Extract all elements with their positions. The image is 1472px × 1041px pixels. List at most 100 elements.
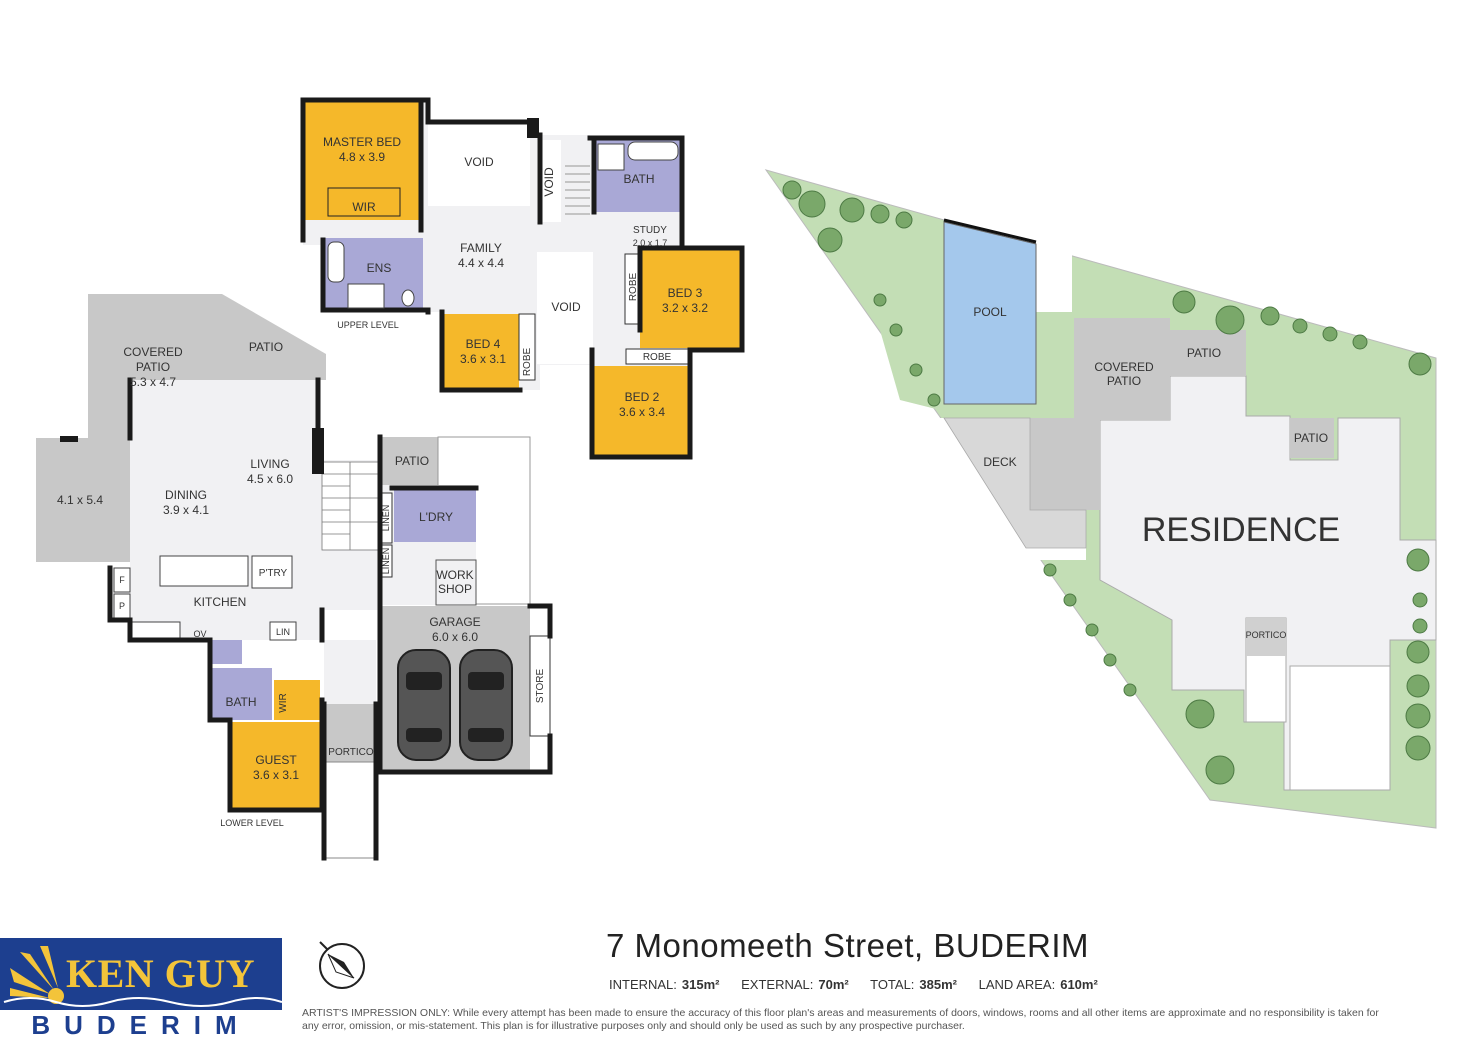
entry-hall [324,640,376,704]
workshop-room [435,559,477,606]
robe-3-label: ROBE [628,273,639,302]
toilet-ens [401,289,415,307]
disclaimer-text: ARTIST'S IMPRESSION ONLY: While every at… [302,1007,1379,1032]
site-driveway [1289,665,1391,791]
patio-2-label: PATIO [395,454,429,468]
linen-2-label: LINEN [381,548,391,575]
pool-surround [1036,244,1072,312]
covered-patio-area [88,294,222,438]
kitchen-bench [131,621,181,641]
total-value: 385m² [919,977,957,992]
oven-label: OV [193,629,206,639]
upper-walls [300,97,745,460]
portico-label: PORTICO [328,747,374,758]
master-bed-dims: 4.8 x 3.9 [339,150,385,164]
site-patio-1 [1170,330,1246,376]
void-3-label: VOID [551,300,581,314]
logo-name: KEN GUY [66,951,256,996]
lower-level-plan: COVERED PATIO 5.3 x 4.7 PATIO 4.1 x 5.4 … [36,294,553,861]
upper-column [527,118,539,138]
site-plan: POOL COVERED PATIO PATIO PATIO DECK RESI… [764,169,1437,829]
lower-column [312,428,324,474]
site-covered-patio-label-2: PATIO [1107,374,1141,388]
wir-upper-room [327,187,401,217]
bed-3-label: BED 3 [668,286,703,300]
floor-plan-drawing: MASTER BED 4.8 x 3.9 WIR VOID VOID VOID … [36,97,1437,861]
logo-bottom-band: BUDERIM [0,1010,282,1041]
site-deck [943,417,1087,549]
bed-2-dims: 3.6 x 3.4 [619,405,665,419]
covered-patio-label-2: PATIO [136,360,170,374]
garage-cars [397,649,513,761]
workshop-label-1: WORK [436,568,473,582]
external-value: 70m² [818,977,849,992]
robe-4-box [518,313,536,381]
ens-label: ENS [367,261,392,275]
entry-steps [325,761,377,859]
site-deck-label: DECK [983,455,1016,469]
wir-upper-label: WIR [352,200,376,214]
guest-label: GUEST [255,753,297,767]
fridge-box [113,567,131,593]
logo-sub: BUDERIM [31,1010,251,1040]
wir-lower-label: WIR [278,693,289,712]
site-portico-label: PORTICO [1246,630,1287,640]
covered-patio-label-1: COVERED [123,345,183,359]
bathtub-upper [627,141,679,161]
pantry-label: P'TRY [259,568,288,579]
dining-label: DINING [165,488,207,502]
internal-label: INTERNAL: [609,977,677,992]
family-label: FAMILY [460,241,502,255]
compass-north-icon [319,941,365,989]
deck-area-left [36,438,130,562]
upper-level-label: UPPER LEVEL [337,320,399,330]
site-covered-patio [1030,318,1170,510]
study-dims: 2.0 x 1.7 [633,238,668,248]
robe-4-label: ROBE [522,348,533,377]
bath-upper-label: BATH [623,172,654,186]
workshop-label-2: SHOP [438,582,472,596]
lin-label: LIN [276,627,290,637]
bed-2-room [594,366,689,456]
bath-lower-room [210,668,272,720]
powder-room [210,640,242,664]
garage-label: GARAGE [429,615,480,629]
site-residence-label: RESIDENCE [1142,511,1340,549]
total-label: TOTAL: [870,977,915,992]
store-label: STORE [535,669,546,704]
study-label: STUDY [633,225,667,236]
bed-3-dims: 3.2 x 3.2 [662,301,708,315]
void-1-label: VOID [464,155,494,169]
void-area-3 [537,252,593,364]
area-summary: INTERNAL:315m² EXTERNAL:70m² TOTAL:385m²… [609,977,1116,992]
site-patio-2 [1290,418,1334,458]
patio-area-2 [380,437,438,485]
shower-ens [347,283,385,309]
kitchen-label: KITCHEN [194,595,247,609]
family-dims: 4.4 x 4.4 [458,256,504,270]
living-label: LIVING [250,457,289,471]
dining-dims: 3.9 x 4.1 [163,503,209,517]
wir-lower-room [274,680,320,720]
bed-4-room [444,314,519,389]
site-pool-label: POOL [973,305,1007,319]
ken-guy-logo: KEN GUY BUDERIM [0,938,282,1041]
upper-level-plan: MASTER BED 4.8 x 3.9 WIR VOID VOID VOID … [300,97,745,460]
guest-dims: 3.6 x 3.1 [253,768,299,782]
lower-stairs [321,461,379,551]
site-patio-1-label: PATIO [1187,346,1221,360]
site-portico-roof [1246,618,1286,656]
bed-4-label: BED 4 [466,337,501,351]
laundry-label: L'DRY [419,510,453,524]
lower-walls [107,377,553,861]
master-bed-label: MASTER BED [323,135,401,149]
pantry-box [251,555,293,589]
deck-post [60,436,78,442]
void-area-1 [428,122,530,206]
upper-stairs [565,165,590,215]
guest-room [230,722,322,808]
bed-4-dims: 3.6 x 3.1 [460,352,506,366]
portico-area [326,704,376,762]
site-shrubs [782,180,1432,785]
store-room [529,635,551,737]
